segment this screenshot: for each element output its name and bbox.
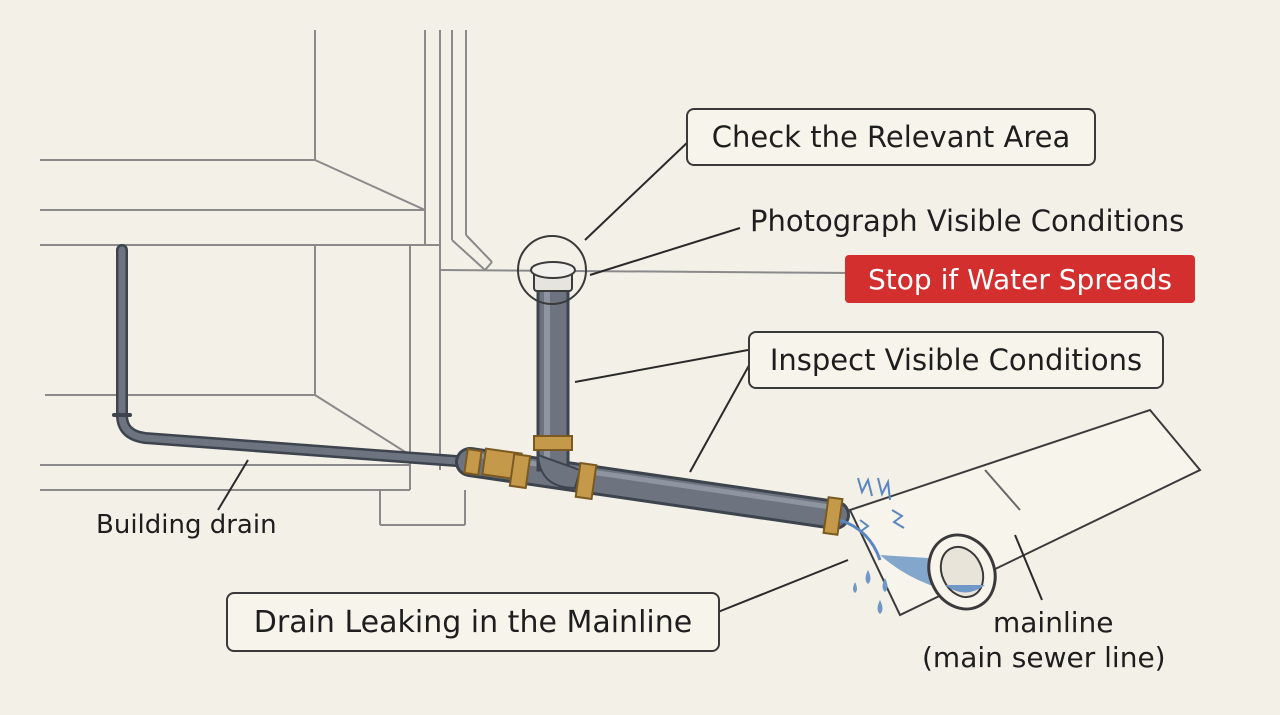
pipe-fittings (463, 435, 844, 536)
photograph-label: Photograph Visible Conditions (750, 204, 1185, 238)
building-drain-label: Building drain (96, 510, 277, 540)
stop-water-warning: Stop if Water Spreads (845, 255, 1195, 303)
drain-leaking-callout: Drain Leaking in the Mainline (226, 592, 720, 652)
mainline-label: mainline (993, 606, 1114, 639)
inspect-label: Inspect Visible Conditions (769, 343, 1143, 377)
stop-water-label: Stop if Water Spreads (868, 262, 1172, 296)
mainline-sublabel: (main sewer line) (922, 641, 1166, 674)
water-drops (853, 570, 888, 614)
check-area-label: Check the Relevant Area (711, 120, 1071, 154)
inspect-callout: Inspect Visible Conditions (748, 331, 1164, 389)
leak-splash (839, 477, 905, 561)
drain-leaking-label: Drain Leaking in the Mainline (253, 604, 693, 640)
leader-lines (217, 139, 1043, 613)
building-drain-pipe (112, 244, 476, 468)
main-drain-pipe (455, 447, 850, 530)
check-area-callout: Check the Relevant Area (686, 108, 1096, 166)
building-structure (40, 30, 1121, 526)
mainline-pipe (848, 408, 1202, 617)
